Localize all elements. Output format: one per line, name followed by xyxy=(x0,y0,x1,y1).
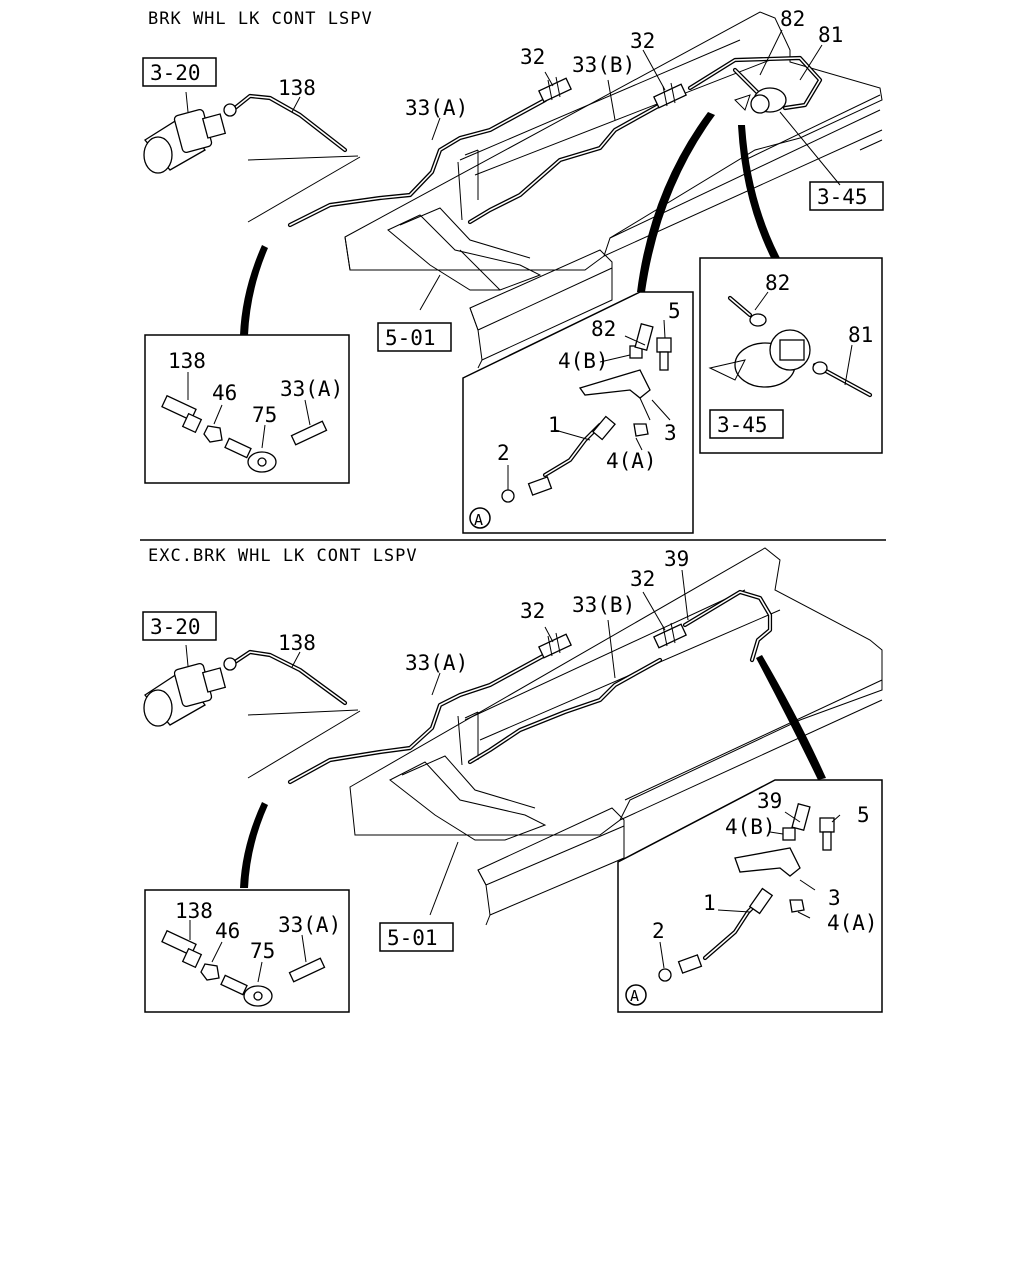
ref-3-20: 3-20 xyxy=(150,61,201,85)
ref-3-45-detail: 3-45 xyxy=(717,413,768,437)
brake-pipe-33a xyxy=(287,652,548,785)
detail-callout-1: 1 xyxy=(703,891,716,915)
detail-callout-1: 1 xyxy=(548,413,561,437)
section-title: BRK WHL LK CONT LSPV xyxy=(148,9,373,29)
callout-39: 39 xyxy=(664,547,689,571)
pipe-39 xyxy=(682,589,773,663)
detail-callout-82-valve: 82 xyxy=(765,271,790,295)
detail-box-bracket: 39 5 4(B) 1 3 2 4(A) A xyxy=(617,779,883,1013)
ref-box-5-01 xyxy=(377,322,452,352)
callout-32-right: 32 xyxy=(630,29,655,53)
detail-callout-33a: 33(A) xyxy=(280,377,343,401)
detail-marker-a: A xyxy=(630,987,639,1005)
detail-callout-5: 5 xyxy=(668,299,681,323)
master-cylinder-icon xyxy=(143,644,237,727)
callout-33a: 33(A) xyxy=(405,96,468,120)
coupling-32-left xyxy=(538,632,572,659)
detail-arrow-valve xyxy=(738,125,780,260)
detail-arrow-bracket xyxy=(637,112,715,292)
callout-32-left: 32 xyxy=(520,599,545,623)
ref-3-20: 3-20 xyxy=(150,615,201,639)
detail-callout-3: 3 xyxy=(664,421,677,445)
callout-33a: 33(A) xyxy=(405,651,468,675)
chassis-frame xyxy=(349,547,883,926)
detail-box-bracket: 82 5 4(B) 1 3 2 4(A) A xyxy=(462,291,694,534)
ref-5-01: 5-01 xyxy=(385,326,436,350)
coupling-32-right xyxy=(653,82,687,109)
detail-callout-75: 75 xyxy=(252,403,277,427)
detail-callout-46: 46 xyxy=(215,919,240,943)
section-title: EXC.BRK WHL LK CONT LSPV xyxy=(148,546,418,566)
detail-callout-138: 138 xyxy=(168,349,206,373)
callout-32-left: 32 xyxy=(520,45,545,69)
ref-box-3-45 xyxy=(809,181,884,211)
pipe-82-81 xyxy=(687,55,823,111)
callout-32-right: 32 xyxy=(630,567,655,591)
brake-pipe-33b xyxy=(467,102,663,225)
detail-callout-3: 3 xyxy=(828,886,841,910)
detail-callout-46: 46 xyxy=(212,381,237,405)
detail-callout-33a: 33(A) xyxy=(278,913,341,937)
detail-arrow-left xyxy=(240,802,268,888)
brake-pipe-138 xyxy=(232,649,348,706)
detail-callout-4a: 4(A) xyxy=(606,449,657,473)
detail-callout-4a: 4(A) xyxy=(827,911,878,935)
detail-callout-75: 75 xyxy=(250,939,275,963)
callout-138: 138 xyxy=(278,76,316,100)
detail-box-fittings: 138 46 75 33(A) xyxy=(144,889,350,1013)
section-brk-whl-lk-cont-lspv: BRK WHL LK CONT LSPV xyxy=(142,7,884,534)
section-exc-brk-whl-lk-cont-lspv: EXC.BRK WHL LK CONT LSPV xyxy=(142,546,883,1013)
ref-box-3-20 xyxy=(142,57,217,87)
callout-82: 82 xyxy=(780,7,805,31)
detail-callout-138: 138 xyxy=(175,899,213,923)
callout-33b: 33(B) xyxy=(572,593,635,617)
ref-5-01: 5-01 xyxy=(387,926,438,950)
lspv-valve-icon xyxy=(734,87,787,114)
coupling-32-left xyxy=(538,76,572,103)
callout-138: 138 xyxy=(278,631,316,655)
ref-box-3-45-detail xyxy=(709,409,784,439)
brake-pipe-33a xyxy=(287,97,548,228)
detail-callout-39: 39 xyxy=(757,789,782,813)
ref-3-45: 3-45 xyxy=(817,185,868,209)
callout-81: 81 xyxy=(818,23,843,47)
brake-pipe-138 xyxy=(232,93,348,153)
detail-marker-a: A xyxy=(474,511,483,529)
detail-callout-4b: 4(B) xyxy=(725,815,776,839)
ref-box-3-20 xyxy=(142,611,217,641)
leaders-main-2 xyxy=(247,569,689,916)
detail-box-fittings: 138 46 75 33(A) xyxy=(144,334,350,484)
detail-callout-2: 2 xyxy=(497,441,510,465)
detail-arrow-bracket xyxy=(756,655,826,780)
detail-callout-5: 5 xyxy=(857,803,870,827)
ref-box-5-01 xyxy=(379,922,454,952)
detail-callout-82: 82 xyxy=(591,317,616,341)
detail-box-valve: 82 81 3-45 xyxy=(699,257,883,454)
master-cylinder-icon xyxy=(143,91,237,174)
coupling-32-right xyxy=(653,622,687,649)
detail-callout-4b: 4(B) xyxy=(558,349,609,373)
leaders-main-1 xyxy=(247,29,841,311)
callout-33b: 33(B) xyxy=(572,53,635,77)
detail-callout-2: 2 xyxy=(652,919,665,943)
detail-callout-81-valve: 81 xyxy=(848,323,873,347)
brake-pipe-33b xyxy=(467,657,663,765)
detail-arrow-left xyxy=(240,245,268,335)
